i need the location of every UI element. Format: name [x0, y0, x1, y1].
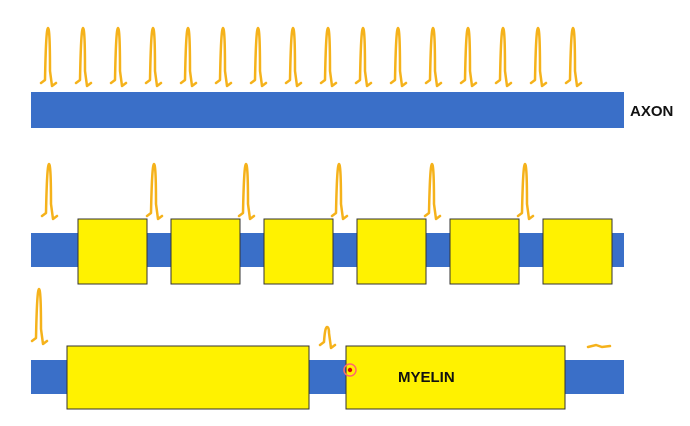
action-potential-spike [354, 26, 373, 88]
axon-bar-1 [31, 92, 624, 128]
myelin-label: MYELIN [398, 369, 455, 386]
action-potential-spike [30, 287, 49, 346]
row-unmyelinated: AXON [31, 26, 673, 128]
action-potential-spike [249, 26, 268, 88]
action-potential-spike [330, 162, 349, 221]
spikes-row2 [40, 162, 535, 221]
myelin-segment [263, 218, 334, 285]
action-potential-spike [494, 26, 513, 88]
myelin-segment [449, 218, 520, 285]
action-potential-spike [319, 26, 338, 88]
action-potential-spike [40, 162, 59, 221]
action-potential-spike [179, 26, 198, 88]
spikes-row1 [39, 26, 583, 88]
myelin-segment [170, 218, 241, 285]
action-potential-spike [564, 26, 583, 88]
myelin-segment [345, 345, 566, 410]
spikes-row3 [30, 287, 612, 350]
action-potential-spike [459, 26, 478, 88]
row-long-myelin: MYELIN [30, 287, 624, 410]
action-potential-spike [389, 26, 408, 88]
axon-label: AXON [630, 103, 673, 120]
action-potential-spike [516, 162, 535, 221]
action-potential-spike [284, 26, 303, 88]
myelin-segment [77, 218, 148, 285]
row-short-myelin [31, 162, 624, 285]
myelin-segment [542, 218, 613, 285]
myelin-segment [356, 218, 427, 285]
action-potential-spike [424, 26, 443, 88]
action-potential-spike [586, 343, 612, 349]
action-potential-spike [529, 26, 548, 88]
action-potential-spike [423, 162, 442, 221]
action-potential-spike [237, 162, 256, 221]
action-potential-spike [74, 26, 93, 88]
action-potential-spike [144, 26, 163, 88]
action-potential-spike [214, 26, 233, 88]
action-potential-spike [39, 26, 58, 88]
cursor-marker [343, 363, 357, 377]
myelin-segment [66, 345, 310, 410]
action-potential-spike [318, 325, 337, 350]
action-potential-spike [109, 26, 128, 88]
action-potential-spike [145, 162, 164, 221]
